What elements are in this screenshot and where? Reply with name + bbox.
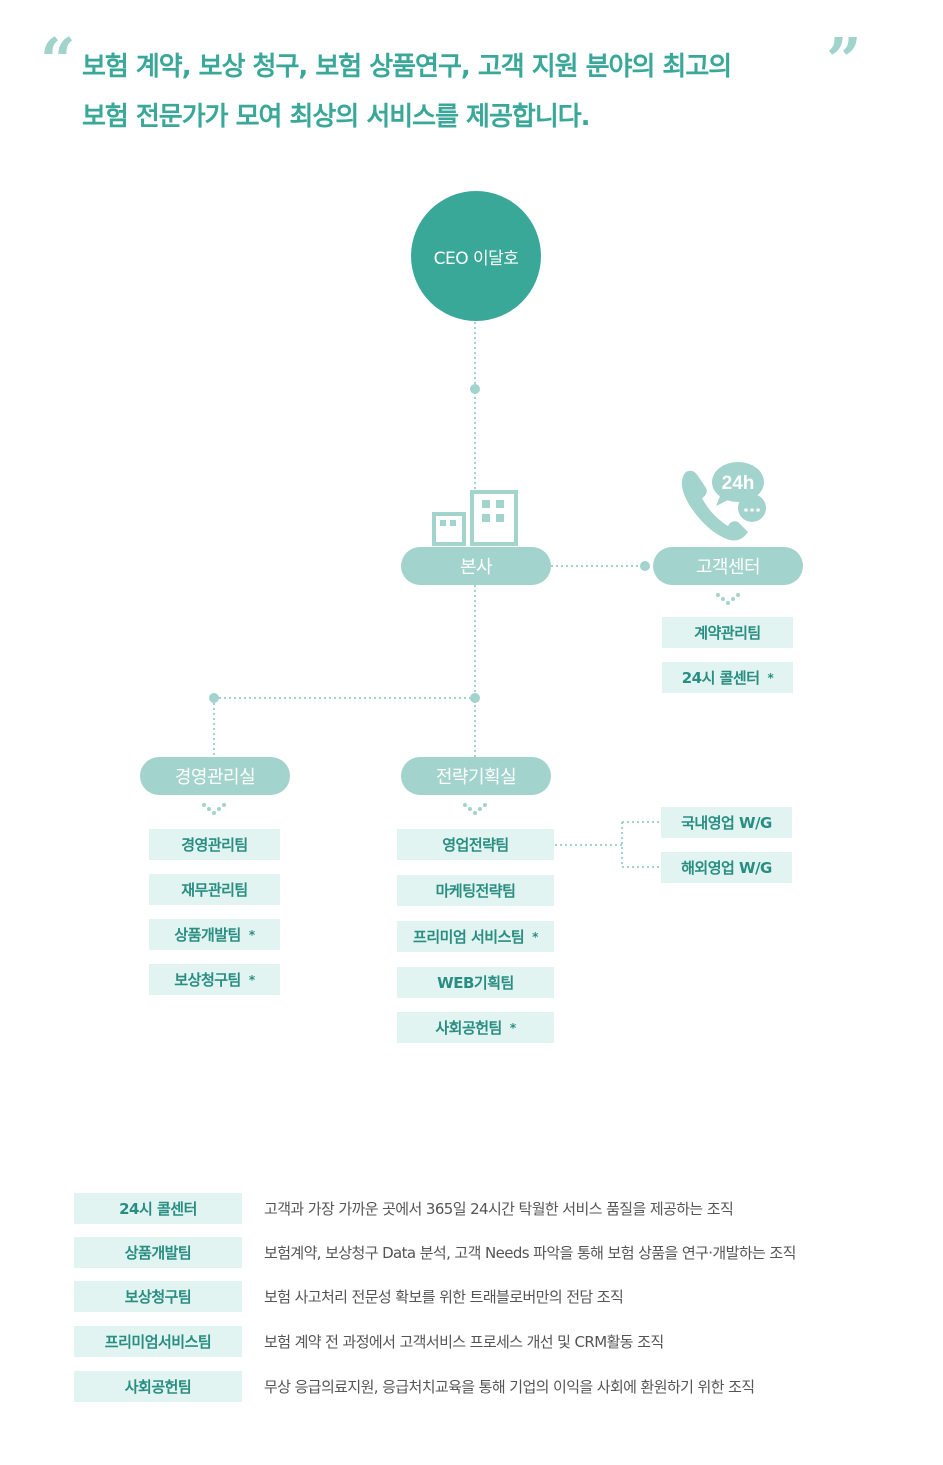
wg-domestic-sales: 국내영업 W/G xyxy=(661,807,792,838)
headline-line-1: 보험 계약, 보상 청구, 보험 상품연구, 고객 지원 분야의 최고의 xyxy=(82,52,732,82)
star-mark: * xyxy=(767,670,774,685)
management-office-node: 경영관리실 xyxy=(140,757,290,795)
connector-lines xyxy=(209,322,660,868)
connector-dot xyxy=(209,693,219,703)
chevron-down-icon xyxy=(202,803,226,815)
connector-dot xyxy=(640,561,650,571)
team-web-planning: WEB기획팀 xyxy=(397,967,554,998)
chevron-down-icon xyxy=(716,593,740,605)
chevron-down-icon xyxy=(463,803,487,815)
team-claims: 보상청구팀 * xyxy=(149,964,280,995)
legend-label: 24시 콜센터 xyxy=(74,1193,242,1224)
team-24h-call-center: 24시 콜센터 * xyxy=(662,662,793,693)
customer-center-node: 고객센터 xyxy=(653,547,803,585)
legend-desc: 보험 사고처리 전문성 확보를 위한 트래블로버만의 전담 조직 xyxy=(264,1288,624,1306)
headline-line-2: 보험 전문가가 모여 최상의 서비스를 제공합니다. xyxy=(82,102,591,132)
star-mark: * xyxy=(509,1020,516,1035)
team-contract-management: 계약관리팀 xyxy=(662,617,793,648)
open-quote-icon: “ xyxy=(40,24,76,97)
connector-dot xyxy=(470,693,480,703)
hq-node: 본사 xyxy=(401,547,551,585)
legend-label: 프리미엄서비스팀 xyxy=(74,1326,242,1357)
team-finance: 재무관리팀 xyxy=(149,874,280,905)
headline: 보험 계약, 보상 청구, 보험 상품연구, 고객 지원 분야의 최고의 보험 … xyxy=(82,42,842,142)
wg-overseas-sales: 해외영업 W/G xyxy=(661,852,792,883)
team-sales-strategy: 영업전략팀 xyxy=(397,829,554,860)
legend-label: 상품개발팀 xyxy=(74,1237,242,1268)
star-mark: * xyxy=(532,929,538,944)
ceo-node: CEO 이달호 xyxy=(411,191,541,321)
strategy-office-node: 전략기획실 xyxy=(401,757,551,795)
legend-desc: 무상 응급의료지원, 응급처치교육을 통해 기업의 이익을 사회에 환원하기 위… xyxy=(264,1378,755,1396)
legend-label: 사회공헌팀 xyxy=(74,1371,242,1402)
phone-24h-icon: 24h xyxy=(681,462,766,541)
team-management: 경영관리팀 xyxy=(149,829,280,860)
team-product-development: 상품개발팀 * xyxy=(149,919,280,950)
svg-text:24h: 24h xyxy=(722,473,755,494)
legend-desc: 보험계약, 보상청구 Data 분석, 고객 Needs 파악을 통해 보험 상… xyxy=(264,1244,796,1262)
connector-dot xyxy=(470,384,480,394)
team-marketing-strategy: 마케팅전략팀 xyxy=(397,875,554,906)
close-quote-icon: ” xyxy=(826,24,862,97)
legend-label: 보상청구팀 xyxy=(74,1281,242,1312)
team-social-contribution: 사회공헌팀 * xyxy=(397,1012,554,1043)
star-mark: * xyxy=(248,972,255,987)
star-mark: * xyxy=(248,927,255,942)
building-icon xyxy=(432,490,518,546)
legend-desc: 고객과 가장 가까운 곳에서 365일 24시간 탁월한 서비스 품질을 제공하… xyxy=(264,1200,734,1218)
legend-desc: 보험 계약 전 과정에서 고객서비스 프로세스 개선 및 CRM활동 조직 xyxy=(264,1333,664,1351)
team-premium-service: 프리미엄 서비스팀 * xyxy=(397,921,554,952)
